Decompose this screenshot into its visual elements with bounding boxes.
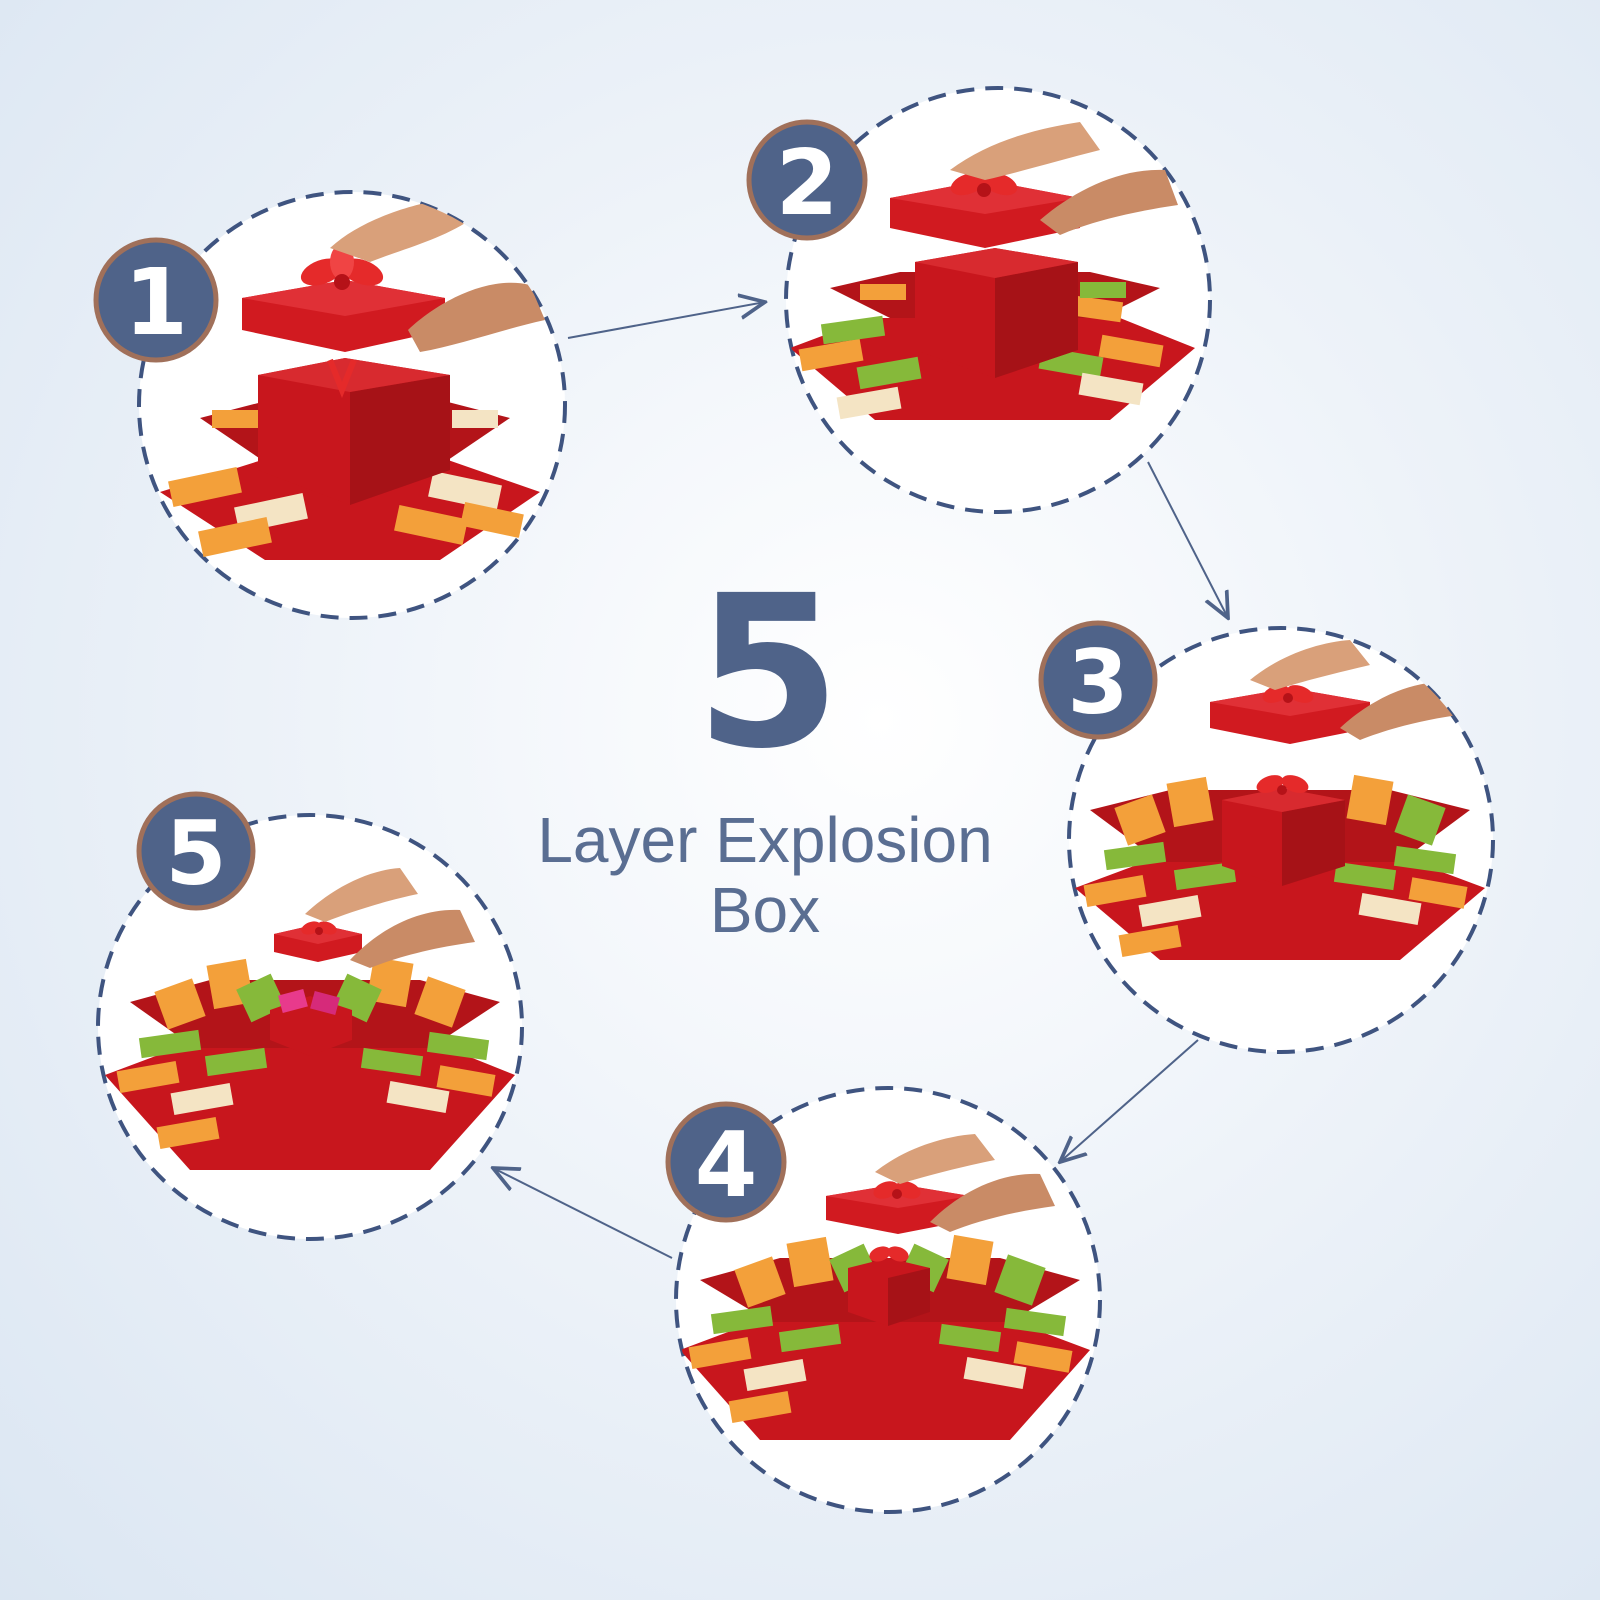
flow-arrows [493, 302, 1228, 1259]
candy-bars [1083, 774, 1468, 958]
center-title: 5 Layer Explosion Box [537, 550, 992, 946]
ribbon-bow-icon [873, 1181, 921, 1199]
ribbon-bow-icon [300, 244, 384, 399]
step-3-number: 3 [1067, 631, 1128, 734]
title-number: 5 [695, 550, 841, 795]
step-5-illustration [105, 868, 515, 1170]
arrow-3-to-4 [1060, 1039, 1199, 1162]
step-4-number: 4 [695, 1113, 758, 1218]
ribbon-bow-icon [869, 1246, 909, 1262]
hands-icon [875, 1134, 1055, 1232]
step-4-badge [665, 1101, 787, 1223]
step-5: 5 [96, 791, 524, 1241]
ribbon-bow-icon [1262, 685, 1314, 703]
hands-icon [305, 868, 475, 968]
arrow-2-to-3 [1147, 461, 1228, 618]
step-1-number: 1 [124, 249, 188, 356]
hands-icon [330, 200, 545, 352]
step-3-badge [1038, 620, 1158, 740]
title-line-1: Layer Explosion [537, 804, 992, 876]
ribbon-bow-icon [1256, 775, 1309, 795]
pink-candy [278, 988, 308, 1014]
arrow-1-to-2 [567, 302, 765, 339]
candy-bars [688, 1234, 1073, 1424]
step-4: 4 [665, 1086, 1102, 1514]
candy-bars [116, 956, 496, 1150]
step-2-illustration [790, 122, 1195, 420]
step-4-illustration [680, 1134, 1090, 1440]
step-1-badge [93, 237, 219, 363]
step-5-number: 5 [165, 802, 226, 905]
step-2: 2 [746, 86, 1212, 514]
pink-candy [310, 990, 340, 1016]
step-3: 3 [1038, 620, 1495, 1054]
hands-icon [1250, 640, 1465, 740]
step-2-badge [746, 119, 868, 241]
arrow-4-to-5 [493, 1168, 673, 1259]
step-3-illustration [1075, 640, 1485, 960]
step-2-number: 2 [776, 131, 839, 236]
candy-bars [798, 282, 1164, 420]
hands-icon [950, 122, 1178, 235]
title-line-2: Box [710, 874, 820, 946]
step-1: 1 [93, 190, 567, 620]
candy-bars [168, 410, 524, 557]
step-5-badge [136, 791, 256, 911]
ribbon-bow-icon [301, 921, 337, 935]
step-1-illustration [160, 200, 545, 560]
